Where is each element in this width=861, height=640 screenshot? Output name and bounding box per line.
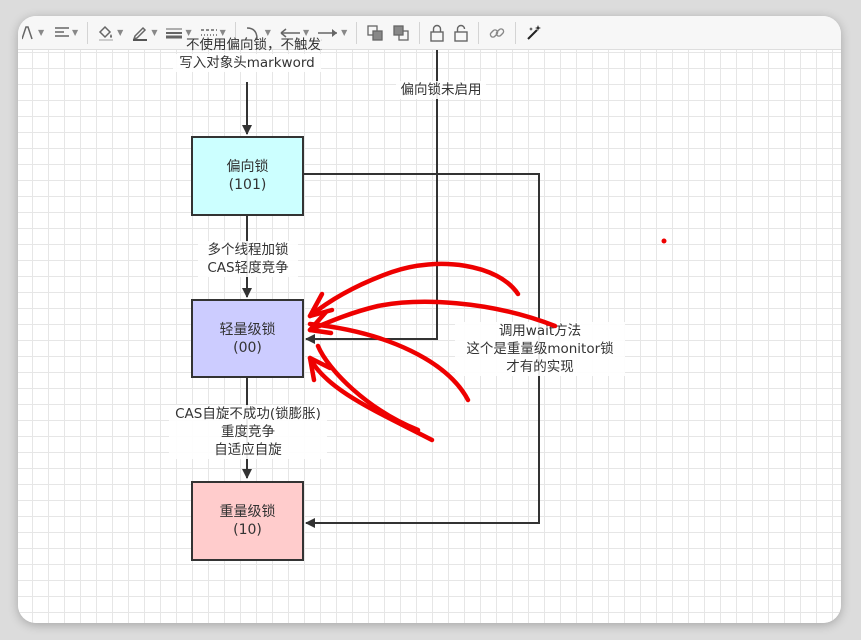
chevron-down-icon: ▼ [219,28,226,37]
edge-label-lightweight-to-heavyweight: CAS自旋不成功(锁膨胀) 重度竞争 自适应自旋 [169,405,327,459]
chevron-down-icon: ▼ [117,28,124,37]
node-title: 轻量级锁 [219,321,276,338]
link-button[interactable] [484,20,510,46]
red-annotation-stroke [307,321,471,403]
toolbar-divider [478,21,480,44]
line-dash-button[interactable]: ▼ [196,20,230,46]
edge-label-line: 多个线程加锁 [207,242,289,258]
node-code: (10) [233,522,262,538]
bring-front-icon [366,24,384,42]
node-title: 重量级锁 [219,504,276,520]
diagram-canvas[interactable]: 不使用偏向锁，不触发重置 写入对象头markword 偏向锁未启用 偏向锁 (1… [18,37,841,623]
wait-note-label: 调用wait方法 这个是重量级monitor锁 才有的实现 [455,322,625,376]
align-left-icon [54,26,70,40]
edge-label-line: 重度竞争 [221,424,275,440]
red-annotation-stroke [307,291,335,319]
red-annotation-stroke [307,299,558,333]
chevron-down-icon: ▼ [302,28,310,37]
chevron-down-icon: ▼ [185,28,192,37]
toolbar-divider [87,21,89,44]
send-back-icon [392,24,410,42]
edge-label-line: CAS自旋不成功(锁膨胀) [175,406,321,422]
edge-label-biased-to-lightweight: 多个线程加锁 CAS轻度竞争 [198,241,298,277]
start-arrow-button[interactable]: ▼ [275,20,313,46]
font-color-icon [22,25,36,41]
bring-front-button[interactable] [362,20,388,46]
chevron-down-icon: ▼ [341,28,348,37]
toolbar-divider [356,21,358,44]
chevron-down-icon: ▼ [38,28,45,37]
node-code: (101) [228,177,267,193]
edge-label-line: CAS轻度竞争 [207,260,289,276]
chevron-down-icon: ▼ [264,28,271,37]
red-annotation-stroke [307,261,521,319]
connector-style-button[interactable]: ▼ [241,20,275,46]
chevron-down-icon: ▼ [72,28,79,37]
red-annotation-stroke [315,343,421,433]
line-width-icon [165,26,183,40]
curved-connector-icon [245,25,263,41]
red-annotation-stroke [307,309,334,336]
send-back-button[interactable] [388,20,414,46]
magic-wand-button[interactable] [521,20,547,46]
unlock-button[interactable] [449,20,473,46]
right-top-label: 偏向锁未启用 [396,81,486,99]
node-code: (00) [233,339,262,356]
toolbar-divider [419,21,421,44]
arrow-disabled-to-lightweight[interactable] [305,50,438,344]
fill-color-button[interactable]: ▼ [93,20,127,46]
heavyweight-lock-node[interactable]: 重量级锁 (10) [191,481,304,561]
font-color-button[interactable]: ▼ [18,20,50,46]
biased-lock-node[interactable]: 偏向锁 (101) [191,136,304,216]
red-annotation-stroke [307,355,333,383]
lock-button[interactable] [425,20,449,46]
top-label: 写入对象头markword [173,54,321,72]
chevron-down-icon: ▼ [151,28,158,37]
paint-bucket-icon [97,24,115,42]
annotation-layer [307,238,667,443]
unlock-icon [453,24,469,42]
align-button[interactable]: ▼ [50,20,82,46]
toolbar: ▼ ▼ ▼ ▼ ▼ [18,16,841,50]
line-width-button[interactable]: ▼ [161,20,195,46]
wait-note-line: 调用wait方法 [498,323,582,339]
toolbar-divider [234,21,236,44]
arrow-left-icon [279,27,301,39]
top-partial-label: 不使用偏向锁，不触发重置 [186,37,322,53]
pen-icon [131,24,149,42]
app-window: ▼ ▼ ▼ ▼ ▼ [18,16,841,623]
lock-icon [429,24,445,42]
node-title: 偏向锁 [226,159,269,175]
wait-note-line: 才有的实现 [506,359,574,375]
toolbar-divider [515,21,517,44]
wait-note-line: 这个是重量级monitor锁 [466,341,614,357]
line-color-button[interactable]: ▼ [127,20,161,46]
red-annotation-dot [661,238,667,244]
link-icon [488,24,506,42]
edge-label-line: 自适应自旋 [214,442,282,458]
lightweight-lock-node[interactable]: 轻量级锁 (00) [191,299,304,378]
magic-wand-icon [525,24,543,42]
dashed-line-icon [200,26,218,40]
end-arrow-button[interactable]: ▼ [313,20,351,46]
arrow-right-icon [317,27,339,39]
